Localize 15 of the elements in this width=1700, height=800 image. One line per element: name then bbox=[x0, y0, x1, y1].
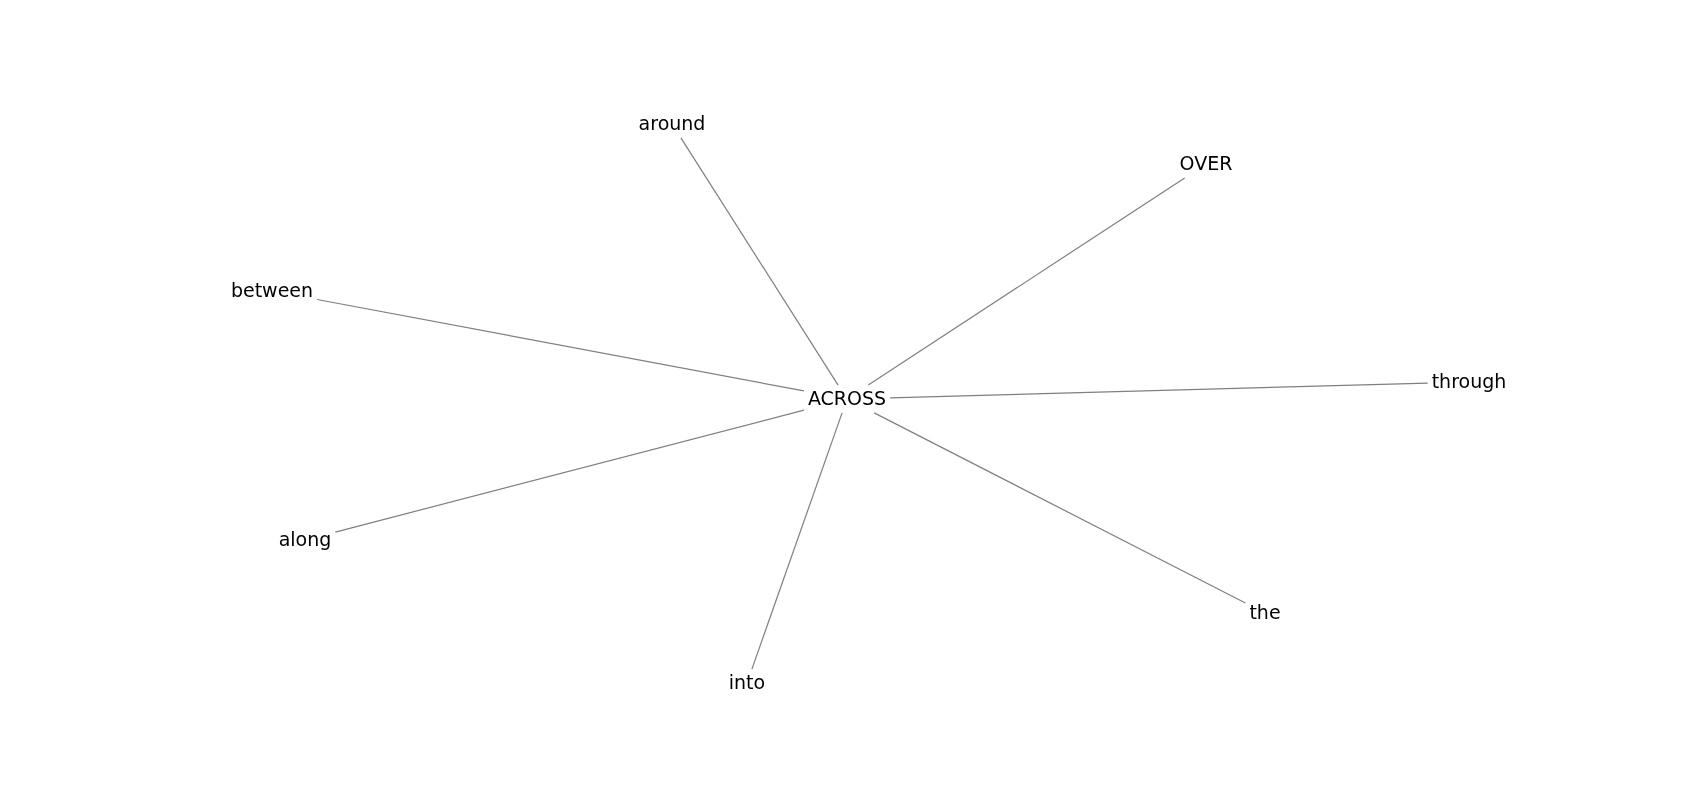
connector-line bbox=[889, 382, 1429, 399]
connector-line bbox=[751, 412, 843, 670]
word-label: into bbox=[724, 669, 770, 697]
word-label: OVER bbox=[1175, 150, 1237, 178]
connector-line bbox=[680, 137, 839, 386]
word-label: through bbox=[1427, 368, 1511, 396]
word-label: around bbox=[634, 110, 710, 138]
word-label: between bbox=[226, 277, 318, 305]
word-label: along bbox=[274, 526, 336, 554]
word-label: the bbox=[1245, 599, 1285, 627]
connector-line bbox=[316, 298, 805, 392]
connector-line bbox=[873, 412, 1246, 604]
connector-line bbox=[334, 409, 805, 533]
connector-line bbox=[867, 177, 1186, 386]
word-label: ACROSS bbox=[803, 385, 891, 413]
